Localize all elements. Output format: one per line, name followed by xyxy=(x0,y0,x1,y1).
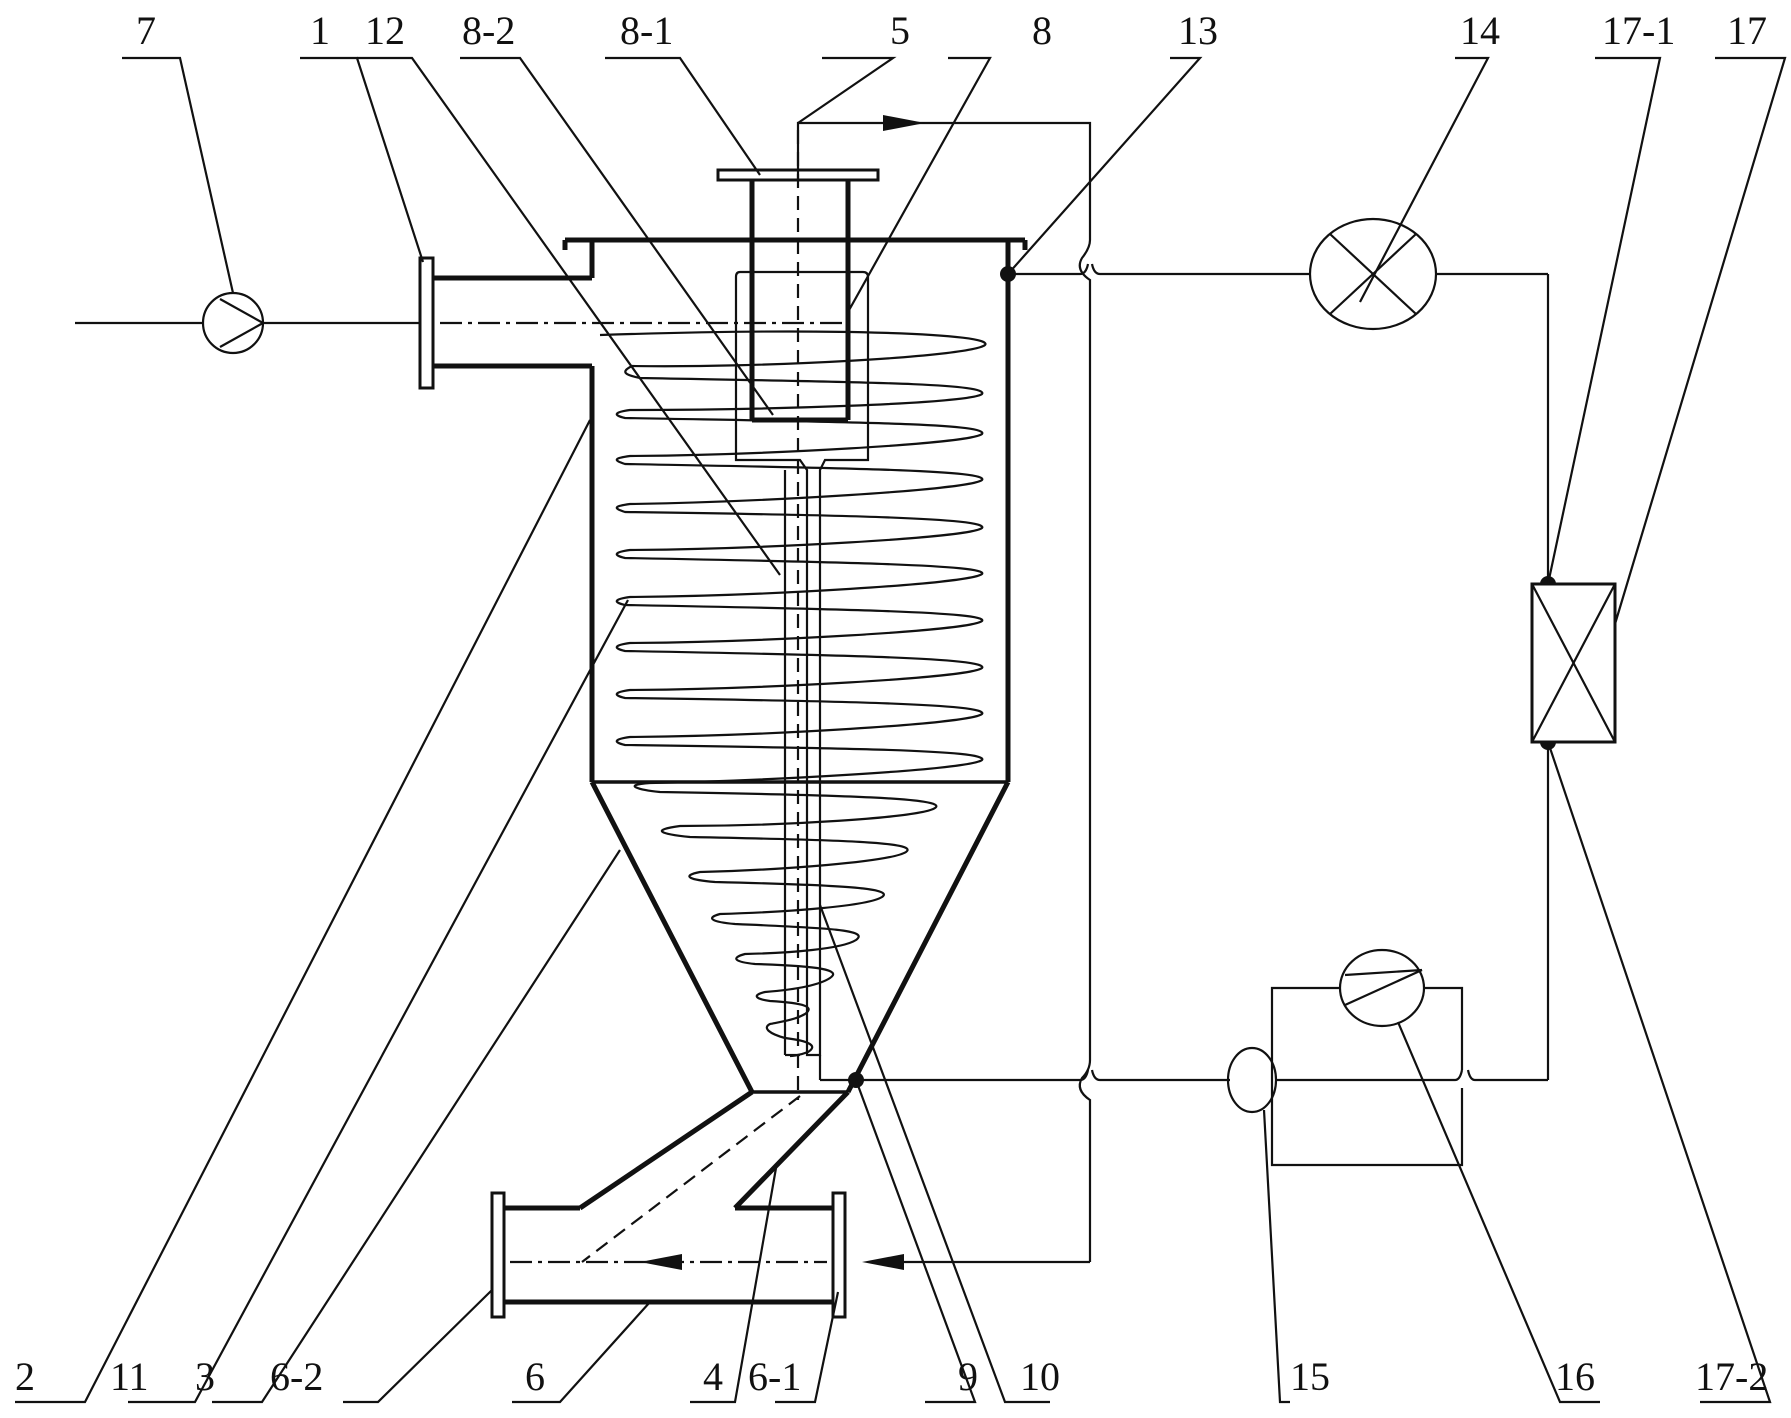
label-13: 13 xyxy=(1178,8,1218,53)
pump-7 xyxy=(201,291,265,355)
label-16: 16 xyxy=(1555,1354,1595,1399)
labels: 7 1 12 8-2 8-1 5 8 13 14 17-1 17 2 11 3 … xyxy=(15,8,1768,1399)
label-3: 3 xyxy=(195,1354,215,1399)
label-8-2: 8-2 xyxy=(462,8,515,53)
label-1: 1 xyxy=(310,8,330,53)
label-2: 2 xyxy=(15,1354,35,1399)
refrigeration-loop xyxy=(818,263,1550,1167)
compressor-16 xyxy=(1338,948,1426,1028)
heat-exchanger-17 xyxy=(1530,582,1617,744)
label-17: 17 xyxy=(1727,8,1767,53)
label-11: 11 xyxy=(110,1354,149,1399)
outlet-pipe-4-6 xyxy=(490,1089,850,1319)
label-6-1: 6-1 xyxy=(748,1354,801,1399)
label-6: 6 xyxy=(525,1354,545,1399)
label-8-1: 8-1 xyxy=(620,8,673,53)
label-17-1: 17-1 xyxy=(1602,8,1675,53)
label-4: 4 xyxy=(703,1354,723,1399)
helical-coil-12 xyxy=(599,330,987,1058)
label-9: 9 xyxy=(958,1354,978,1399)
junction-dots xyxy=(848,266,1556,1088)
label-17-2: 17-2 xyxy=(1695,1354,1768,1399)
label-15: 15 xyxy=(1290,1354,1330,1399)
label-10: 10 xyxy=(1020,1354,1060,1399)
label-14: 14 xyxy=(1460,8,1500,53)
label-7: 7 xyxy=(136,8,156,53)
label-6-2: 6-2 xyxy=(270,1354,323,1399)
filter-15 xyxy=(1226,1046,1278,1114)
label-5: 5 xyxy=(890,8,910,53)
cone-3 xyxy=(589,780,1011,1094)
leader-lines xyxy=(15,56,1787,1404)
label-12: 12 xyxy=(365,8,405,53)
label-8: 8 xyxy=(1032,8,1052,53)
inlet-pipe-1 xyxy=(418,242,845,390)
expansion-valve-14 xyxy=(1308,217,1438,331)
